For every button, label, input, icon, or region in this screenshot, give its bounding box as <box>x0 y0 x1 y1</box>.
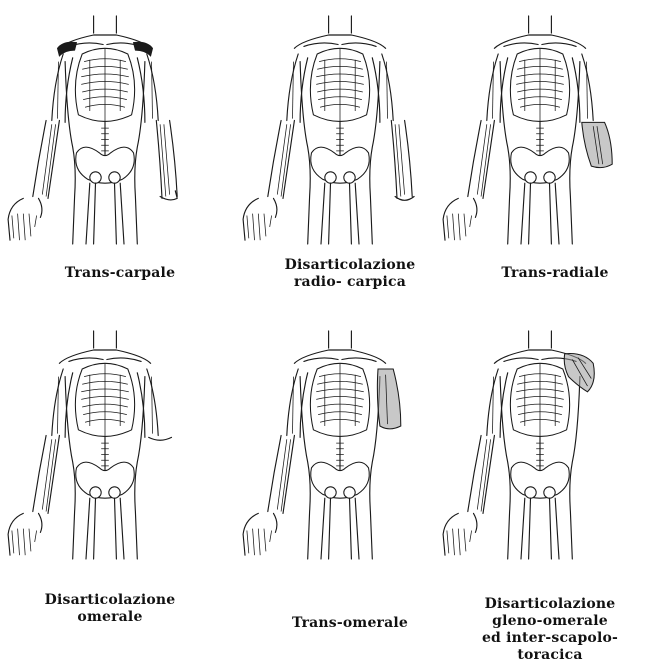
caption-line: Trans-carpale <box>40 265 200 282</box>
skeleton-illustration <box>445 10 635 250</box>
caption-line: ed inter-scapolo-toracica <box>455 630 645 664</box>
figure-trans-carpale <box>10 10 200 250</box>
skeleton-illustration <box>10 10 200 250</box>
caption-line: Trans-radiale <box>475 265 635 282</box>
caption-trans-omerale: Trans-omerale <box>270 615 430 632</box>
figure-trans-radiale <box>445 10 635 250</box>
caption-line: omerale <box>20 609 200 626</box>
caption-line: gleno-omerale <box>455 613 645 630</box>
skeleton-illustration <box>245 10 435 250</box>
caption-line: Disarticolazione <box>455 596 645 613</box>
caption-disarticolazione-radio-carpica: Disarticolazione radio- carpica <box>270 257 430 291</box>
skeleton-illustration <box>245 325 435 565</box>
caption-trans-radiale: Trans-radiale <box>475 265 635 282</box>
figure-disarticolazione-gleno-omerale <box>445 325 635 565</box>
caption-disarticolazione-omerale: Disarticolazione omerale <box>20 592 200 626</box>
caption-disarticolazione-gleno-omerale: Disarticolazione gleno-omerale ed inter-… <box>455 596 645 664</box>
stump-shading <box>377 369 400 429</box>
caption-line: Disarticolazione <box>20 592 200 609</box>
skeleton-illustration <box>10 325 200 565</box>
caption-line: Trans-omerale <box>270 615 430 632</box>
caption-line: Disarticolazione <box>270 257 430 274</box>
stump-shading <box>582 122 612 167</box>
figure-trans-omerale <box>245 325 435 565</box>
skeleton-illustration <box>445 325 635 565</box>
caption-line: radio- carpica <box>270 274 430 291</box>
figure-disarticolazione-radio-carpica <box>245 10 435 250</box>
figure-disarticolazione-omerale <box>10 325 200 565</box>
caption-trans-carpale: Trans-carpale <box>40 265 200 282</box>
